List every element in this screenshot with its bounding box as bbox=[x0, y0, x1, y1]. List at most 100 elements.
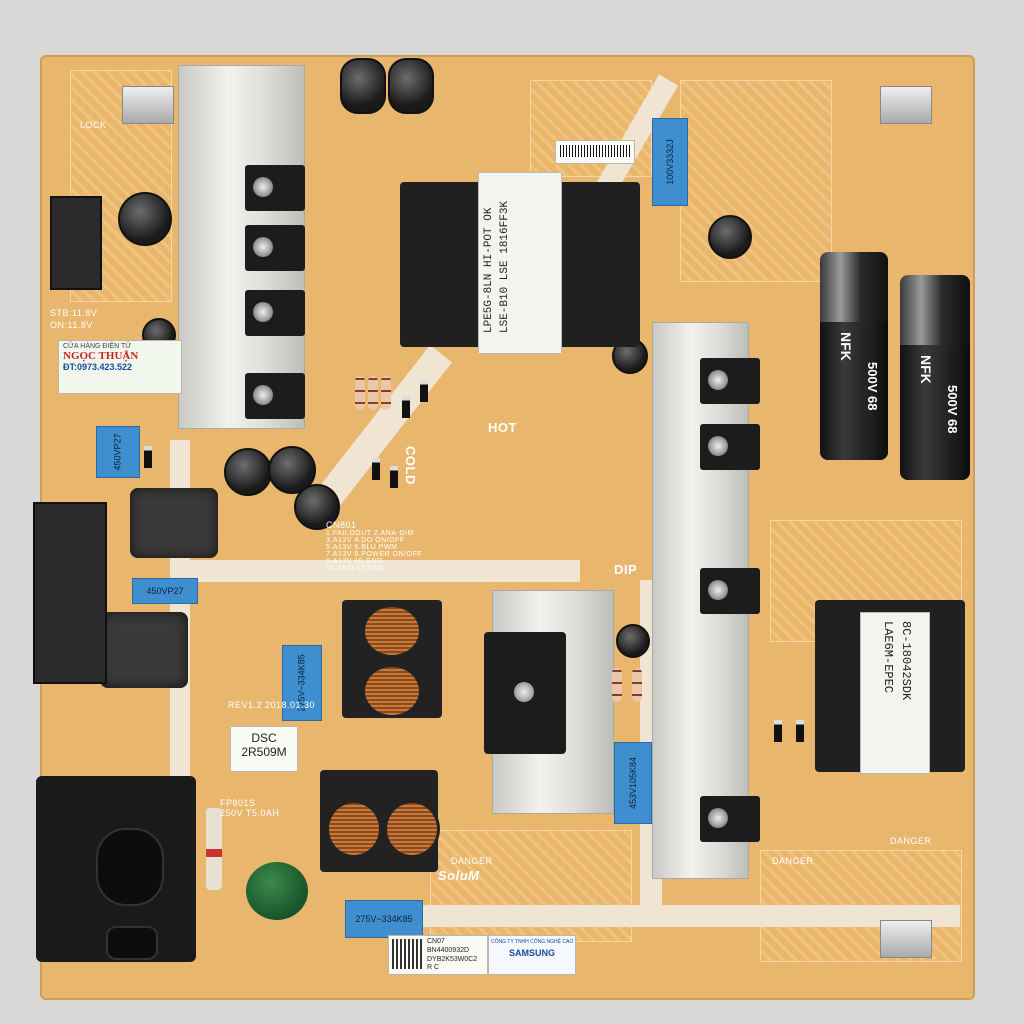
shop-phone: ĐT:0973.423.522 bbox=[63, 362, 133, 372]
resistor bbox=[612, 668, 622, 702]
transformer-right-text-2: 8C-18042SDK bbox=[899, 621, 913, 701]
transformer-label-right: LAE6M-EPEC 8C-18042SDK bbox=[860, 612, 930, 774]
mounting-clip bbox=[880, 920, 932, 958]
electrolytic-capacitor bbox=[388, 58, 434, 114]
x-capacitor: 453V105K84 bbox=[614, 742, 652, 824]
electrolytic-capacitor bbox=[118, 192, 172, 246]
transformer-text-2: LSE-B10 LSE 1816FF3K bbox=[499, 200, 511, 333]
label-code: DYB2K53W0C2 bbox=[427, 956, 478, 963]
fuse bbox=[206, 808, 222, 890]
connector-cn801 bbox=[50, 196, 102, 290]
rev-label: REV1.2 2018.01.30 bbox=[228, 700, 316, 710]
x-capacitor: 275V~334K85 bbox=[282, 645, 322, 721]
barcode-sticker bbox=[555, 140, 635, 164]
connector-table-row: 11.GND 12.GND bbox=[326, 565, 385, 572]
cap-label: 453V105K84 bbox=[628, 756, 638, 810]
diode bbox=[372, 458, 380, 480]
x-capacitor: 275V~334K85 bbox=[345, 900, 423, 938]
dsc-line2: 2R509M bbox=[241, 745, 287, 759]
stb-label: STB:11.8V bbox=[50, 308, 98, 318]
connector-table-row: 7.A13V 8.POWER ON/OFF bbox=[326, 551, 423, 558]
connector-led bbox=[33, 502, 107, 684]
resistor bbox=[355, 376, 365, 410]
cap-brand: NFK bbox=[918, 355, 934, 384]
x-capacitor: 450VP27 bbox=[96, 426, 140, 478]
qr-code bbox=[392, 939, 422, 969]
samsung-brand: SAMSUNG bbox=[508, 948, 555, 958]
dsc-line1: DSC bbox=[251, 731, 277, 745]
electrolytic-capacitor bbox=[616, 624, 650, 658]
resistor bbox=[381, 376, 391, 410]
varistor bbox=[246, 862, 308, 920]
cold-label: COLD bbox=[403, 446, 418, 485]
mounting-clip bbox=[880, 86, 932, 124]
shop-sticker: CỬA HÀNG ĐIỆN TỬ NGỌC THUẬN ĐT:0973.423.… bbox=[58, 340, 182, 394]
cap-label: 450VP27 bbox=[146, 586, 184, 596]
bulk-capacitor: NFK 500V 68 bbox=[900, 275, 970, 480]
electrolytic-capacitor bbox=[708, 215, 752, 259]
mosfet bbox=[245, 225, 305, 271]
diode bbox=[390, 466, 398, 488]
transformer-label: LPE5G-8LN HI-POT OK LSE-B10 LSE 1816FF3K bbox=[478, 172, 562, 354]
diode bbox=[144, 446, 152, 468]
label-rc: R C bbox=[427, 964, 440, 971]
isolation-track bbox=[170, 560, 580, 582]
fuse-label: FP801S bbox=[220, 798, 256, 808]
inductor-choke bbox=[100, 612, 188, 688]
connector-table-row: 5.A13V 6.BLU PWM bbox=[326, 544, 398, 551]
bulk-capacitor: NFK 500V 68 bbox=[820, 252, 888, 460]
fuse-rating: 250V T5.0AH bbox=[220, 808, 280, 818]
lock-label: LOCK bbox=[80, 120, 107, 130]
cap-brand: NFK bbox=[838, 332, 854, 361]
hot-label: HOT bbox=[488, 420, 517, 435]
mosfet bbox=[700, 424, 760, 470]
cap-label: 450VP27 bbox=[112, 433, 123, 471]
part-label: CN07 BN4400932D DYB2K53W0C2 R C bbox=[388, 935, 488, 975]
label-cn: CN07 bbox=[427, 938, 445, 945]
x-capacitor: 450VP27 bbox=[132, 578, 198, 604]
shop-line1: CỬA HÀNG ĐIỆN TỬ bbox=[63, 343, 132, 350]
samsung-company: CÔNG TY TNHH CÔNG NGHỆ CAO bbox=[491, 939, 574, 945]
mosfet bbox=[245, 373, 305, 419]
inductor-choke bbox=[130, 488, 218, 558]
diode bbox=[774, 720, 782, 742]
shop-line2: NGỌC THUẬN bbox=[63, 350, 139, 362]
cap-label: 100V3332J bbox=[665, 139, 676, 185]
mosfet bbox=[245, 165, 305, 211]
hatch-area bbox=[680, 80, 832, 282]
ac-power-inlet bbox=[36, 776, 196, 962]
connector-table-row: 3.A13V 4.DO ON/OFF bbox=[326, 537, 405, 544]
danger-label-1: DANGER bbox=[451, 856, 493, 866]
danger-label-3: DANGER bbox=[890, 836, 932, 846]
connector-table: CN801 1.FAILOOUT 2.ANA-DIM 3.A13V 4.DO O… bbox=[326, 520, 436, 572]
mosfet bbox=[245, 290, 305, 336]
cap-rating: 500V 68 bbox=[945, 385, 960, 434]
electrolytic-capacitor bbox=[224, 448, 272, 496]
diode bbox=[420, 380, 428, 402]
cap-label: 275V~334K85 bbox=[355, 914, 413, 924]
electrolytic-capacitor bbox=[340, 58, 386, 114]
choke-coil bbox=[384, 800, 440, 858]
mosfet bbox=[700, 568, 760, 614]
resistor bbox=[632, 668, 642, 702]
transformer-text-1: LPE5G-8LN HI-POT OK bbox=[483, 207, 495, 333]
label-part: BN4400932D bbox=[427, 947, 470, 954]
cap-rating: 500V 68 bbox=[865, 362, 880, 411]
resistor bbox=[368, 376, 378, 410]
samsung-sticker: CÔNG TY TNHH CÔNG NGHỆ CAO SAMSUNG bbox=[488, 935, 576, 975]
x-capacitor: 100V3332J bbox=[652, 118, 688, 206]
connector-table-row: 1.FAILOOUT 2.ANA-DIM bbox=[326, 530, 414, 537]
transformer-right-text-1: LAE6M-EPEC bbox=[881, 621, 895, 694]
dip-label: DIP bbox=[614, 562, 638, 577]
connector-table-header: CN801 bbox=[326, 520, 357, 530]
choke-coil bbox=[326, 800, 382, 858]
choke-coil bbox=[362, 604, 422, 658]
mounting-clip bbox=[122, 86, 174, 124]
electrolytic-capacitor bbox=[294, 484, 340, 530]
danger-label-2: DANGER bbox=[772, 856, 814, 866]
diode bbox=[402, 396, 410, 418]
bridge-rectifier bbox=[484, 632, 566, 754]
connector-table-row: 9.A13V 10.GND bbox=[326, 558, 383, 565]
choke-coil bbox=[362, 664, 422, 718]
